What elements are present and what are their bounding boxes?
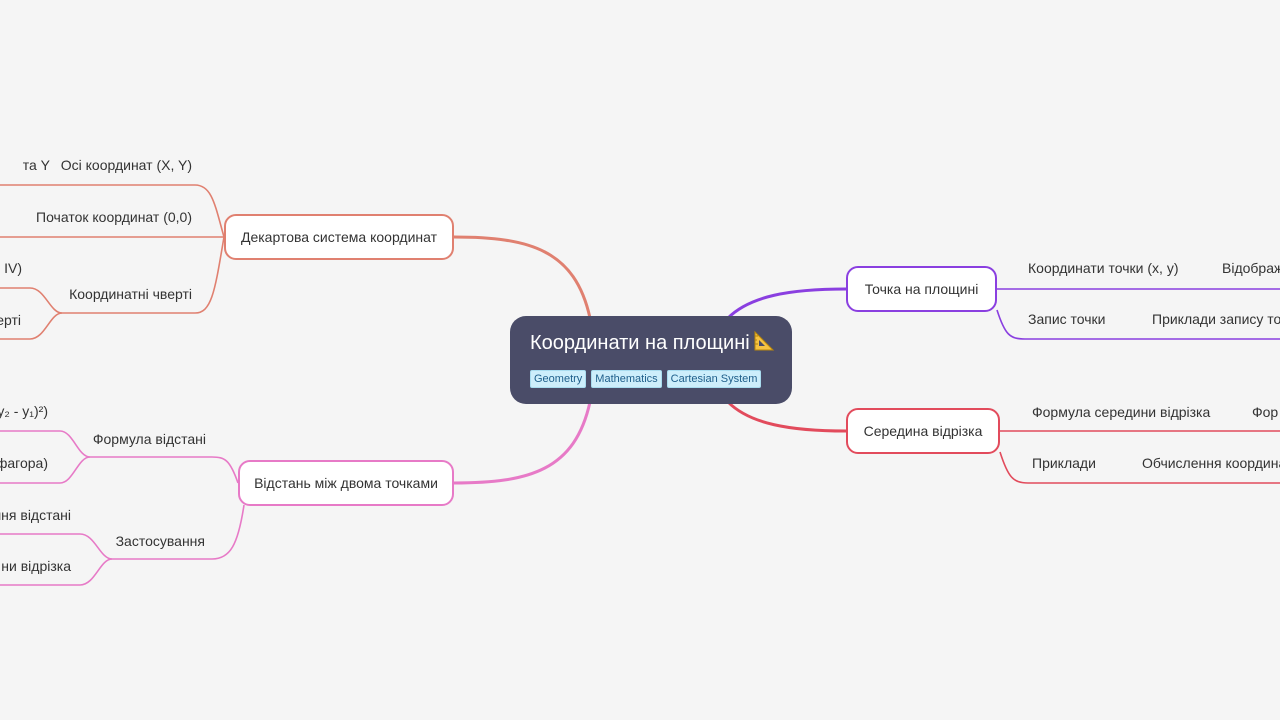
branch-cartesian-label: Декартова система координат — [240, 229, 438, 245]
connector-dist-a-sub2 — [0, 558, 113, 586]
leaf-distance-apply-sub2[interactable]: ни відрізка — [1, 558, 71, 574]
connector-root-point — [726, 287, 847, 320]
leaf-origin[interactable]: Початок координат (0,0) — [36, 209, 192, 225]
root-title: Координати на площині — [530, 330, 775, 358]
connector-dist-f-sub1 — [0, 430, 91, 458]
triangular-ruler-icon — [753, 330, 775, 358]
leaf-distance-apply[interactable]: Застосування — [115, 533, 205, 549]
leaf-quadrants-sub1[interactable]: , IV) — [0, 260, 22, 276]
connector-point-record — [996, 309, 1280, 340]
branch-point-label: Точка на площині — [864, 281, 979, 297]
leaf-axes-sub[interactable]: та Y — [22, 157, 50, 173]
tag-geometry[interactable]: Geometry — [530, 370, 587, 388]
connector-root-midpoint — [726, 400, 847, 433]
connector-cart-axes — [0, 184, 225, 238]
connector-dist-apply — [112, 504, 245, 560]
connector-dist-a-sub1 — [0, 533, 113, 560]
branch-midpoint-node[interactable]: Середина відрізка — [846, 408, 1000, 454]
connector-dist-f-sub2 — [0, 456, 91, 484]
connector-dist-formula — [90, 456, 239, 484]
root-title-text: Координати на площині — [530, 332, 750, 354]
leaf-point-coords[interactable]: Координати точки (x, y) — [1028, 260, 1179, 276]
connector-cart-q-sub1 — [0, 287, 63, 314]
branch-distance-label: Відстань між двома точками — [254, 475, 438, 491]
tag-mathematics[interactable]: Mathematics — [591, 370, 662, 388]
distance-subtree-lines — [0, 430, 245, 586]
leaf-distance-formula-sub1[interactable]: (y₂ - y₁)²) — [0, 403, 48, 419]
branch-cartesian-node[interactable]: Декартова система координат — [224, 214, 454, 260]
leaf-axes[interactable]: Осі координат (X, Y) — [60, 157, 192, 173]
root-tags: Geometry Mathematics Cartesian System — [530, 370, 772, 388]
leaf-quadrants-sub2[interactable]: верті — [0, 312, 21, 328]
branch-distance-node[interactable]: Відстань між двома точками — [238, 460, 454, 506]
leaf-mid-examples[interactable]: Приклади — [1032, 455, 1096, 471]
cartesian-subtree-lines — [0, 184, 225, 340]
leaf-distance-apply-sub1[interactable]: ння відстані — [0, 507, 71, 523]
leaf-quadrants[interactable]: Координатні чверті — [69, 286, 192, 302]
branch-midpoint-label: Середина відрізка — [863, 423, 983, 439]
connector-cart-q-sub2 — [0, 312, 63, 340]
tag-cartesian-system[interactable]: Cartesian System — [666, 370, 762, 388]
root-node[interactable]: Координати на площині Geometry Mathemati… — [510, 316, 792, 404]
leaf-mid-formula-sub[interactable]: Фор — [1252, 404, 1279, 420]
leaf-distance-formula[interactable]: Формула відстані — [92, 431, 206, 447]
point-subtree-lines — [996, 288, 1280, 340]
connector-cart-quadrants — [62, 236, 225, 314]
leaf-point-coords-sub[interactable]: Відображ — [1222, 260, 1280, 276]
leaf-point-record-sub[interactable]: Приклади запису точ — [1152, 311, 1280, 327]
leaf-point-record[interactable]: Запис точки — [1028, 311, 1106, 327]
midpoint-subtree-lines — [999, 430, 1280, 484]
leaf-mid-formula[interactable]: Формула середини відрізка — [1032, 404, 1211, 420]
leaf-distance-formula-sub2[interactable]: фагора) — [0, 455, 48, 471]
connector-root-distance — [453, 401, 592, 485]
connector-root-cartesian — [453, 235, 592, 319]
connector-mid-examples — [999, 451, 1280, 484]
leaf-mid-examples-sub[interactable]: Обчислення координа — [1142, 455, 1280, 471]
branch-point-node[interactable]: Точка на площині — [846, 266, 997, 312]
